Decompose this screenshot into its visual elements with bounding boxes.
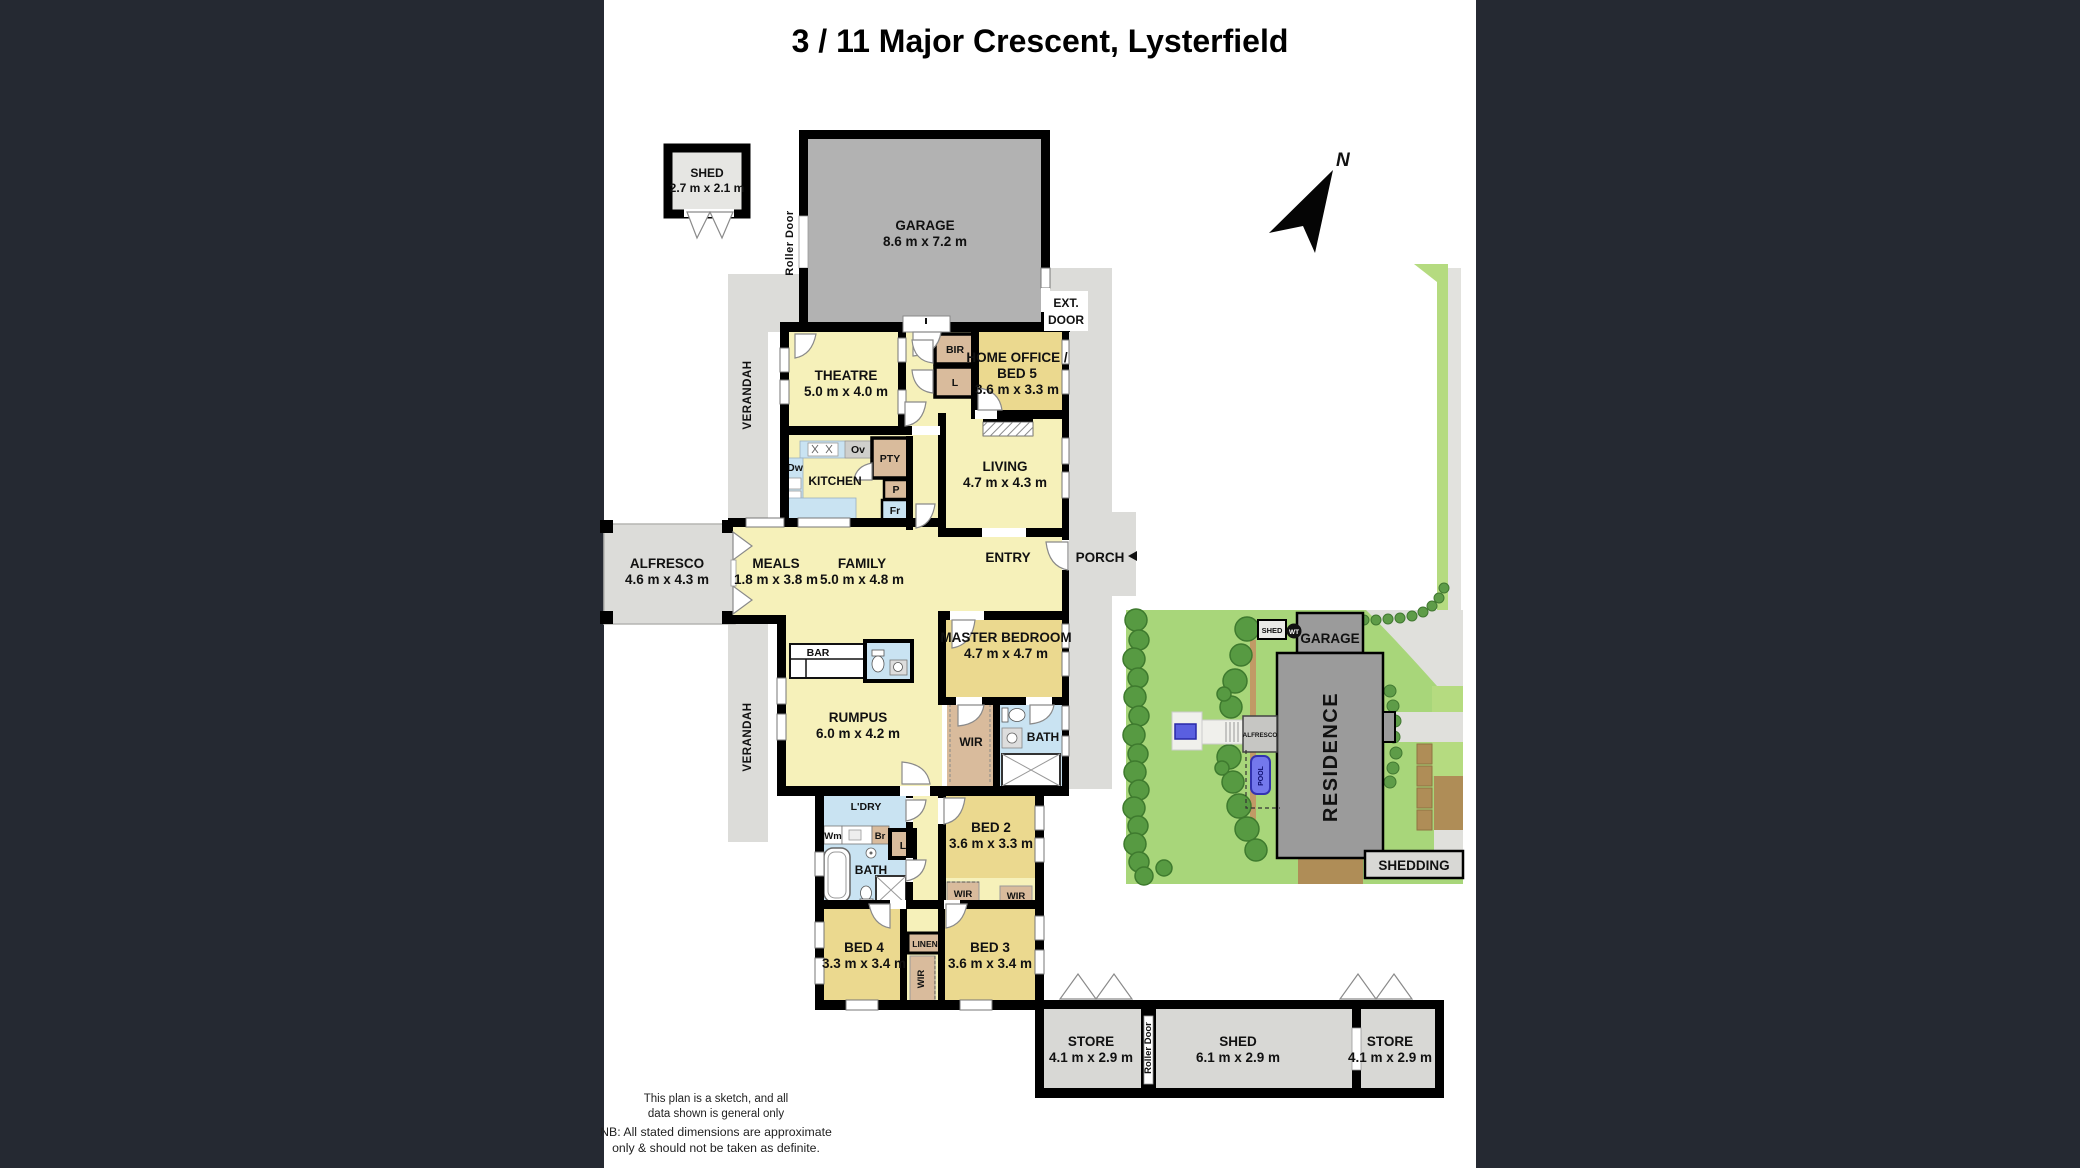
kitchen-label: KITCHEN [808,474,861,488]
rumpus-dims: 6.0 m x 4.2 m [816,726,900,741]
bath-label: BATH [855,863,887,877]
oven-label: Ov [851,444,865,456]
linen-label: LINEN [912,939,938,949]
ext-door: EXT. DOOR [1044,291,1137,561]
ext-door-line1: EXT. [1053,296,1078,310]
family-label: FAMILY [838,556,886,571]
shed-bottom-dims: 6.1 m x 2.9 m [1196,1050,1280,1065]
water-tank-icon [1286,623,1302,639]
master-label: MASTER BEDROOM [940,630,1071,645]
site-blue-shed-icon [1174,723,1197,740]
water-tank-label: WT [1289,629,1299,636]
bar-label: BAR [807,647,830,659]
bed3-label: BED 3 [970,940,1010,955]
bed4-label: BED 4 [844,940,884,955]
store-right-label: STORE [1367,1034,1413,1049]
linen-cupboard-label: L [952,377,959,389]
bir-label: BIR [946,344,965,356]
bed2-label: BED 2 [971,820,1011,835]
north-label: N [1336,150,1351,171]
bed3-dims: 3.6 m x 3.4 m [948,956,1032,971]
tree-row-left [1122,608,1173,886]
bed2-wir-left-label: WIR [954,889,973,900]
verandah-label-bottom: VERANDAH [742,702,754,771]
north-arrow-icon [1269,170,1333,253]
dishwasher-label: Dw [787,462,804,474]
pool-label: POOL [1258,765,1265,786]
site-alfresco-label: ALFRESCO [1243,732,1278,739]
shed-bottom-label: SHED [1219,1034,1257,1049]
disclaimer-line3: NB: All stated dimensions are approximat… [600,1125,832,1139]
store-left-dims: 4.1 m x 2.9 m [1049,1050,1133,1065]
home-office-dims: 3.6 m x 3.3 m [975,382,1059,397]
master-wir-label: WIR [959,735,983,749]
family-dims: 5.0 m x 4.8 m [820,572,904,587]
laundry-label: L'DRY [851,801,882,813]
ext-door-line2: DOOR [1048,313,1084,327]
theatre-label: THEATRE [815,368,878,383]
pantry2-label: P [892,484,899,496]
fixtures: BIR L Ov Dw PTY P Fr BAR Wm Br L [785,332,1061,1003]
bed4-dims: 3.3 m x 3.4 m [822,956,906,971]
shed-top-label: SHED [690,166,724,180]
store-roller-door-label: Roller Door [1143,1022,1154,1074]
alfresco-deck [600,520,736,625]
site-garage-label: GARAGE [1300,631,1359,646]
meals-label: MEALS [752,556,799,571]
page-title: 3 / 11 Major Crescent, Lysterfield [792,23,1289,59]
disclaimer-line4: only & should not be taken as definite. [612,1141,820,1155]
laundry-linen-label: L [900,840,907,852]
bed2-dims: 3.6 m x 3.3 m [949,836,1033,851]
shedding-label: SHEDDING [1378,858,1449,873]
bed2-wir-right-label: WIR [1007,891,1026,902]
washing-machine-label: Wm [824,831,841,842]
room-labels: THEATRE 5.0 m x 4.0 m HOME OFFICE / BED … [625,350,1124,988]
living-label: LIVING [982,459,1027,474]
site-plan: GARAGE RESIDENCE SHED WT ALFRESCO POOL S… [1122,264,1465,886]
verandah-label-top: VERANDAH [742,360,754,429]
pantry-label: PTY [880,453,900,465]
living-dims: 4.7 m x 4.3 m [963,475,1047,490]
disclaimer-line2: data shown is general only [648,1108,784,1120]
garage-dims: 8.6 m x 7.2 m [883,234,967,249]
rumpus-label: RUMPUS [829,710,888,725]
shed-top-dims: 2.7 m x 2.1 m [670,181,745,195]
tree-column-middle [1214,616,1268,862]
home-office-label2: BED 5 [997,366,1037,381]
doors [730,331,1069,929]
disclaimer-line1: This plan is a sketch, and all [644,1093,788,1105]
garage-roller-door-label: Roller Door [784,210,796,276]
store-right-dims: 4.1 m x 2.9 m [1348,1050,1432,1065]
disclaimer: This plan is a sketch, and all data show… [600,1093,832,1155]
master-dims: 4.7 m x 4.7 m [964,646,1048,661]
fridge-label: Fr [890,505,901,517]
meals-dims: 1.8 m x 3.8 m [734,572,818,587]
entry-label: ENTRY [985,550,1030,565]
stores-row: STORE 4.1 m x 2.9 m SHED 6.1 m x 2.9 m S… [1035,972,1444,1098]
site-residence-label: RESIDENCE [1320,692,1342,822]
store-left-label: STORE [1068,1034,1114,1049]
shed-top: SHED 2.7 m x 2.1 m [663,143,751,240]
porch-label: PORCH [1076,550,1125,565]
compass: N [1269,150,1351,253]
garage-internal-door [902,315,951,333]
site-shed-label: SHED [1262,626,1283,635]
hall-wir-label: WIR [916,970,927,989]
home-office-label1: HOME OFFICE / [966,350,1067,365]
pool-icon [1250,755,1271,795]
alfresco-dims: 4.6 m x 4.3 m [625,572,709,587]
alfresco-label: ALFRESCO [630,556,704,571]
garage-label: GARAGE [895,218,954,233]
broom-label: Br [875,831,886,842]
porch-arrow-icon [1128,551,1137,561]
ensuite-label: BATH [1027,730,1059,744]
theatre-dims: 5.0 m x 4.0 m [804,384,888,399]
garage: GARAGE 8.6 m x 7.2 m Roller Door [784,130,1051,330]
